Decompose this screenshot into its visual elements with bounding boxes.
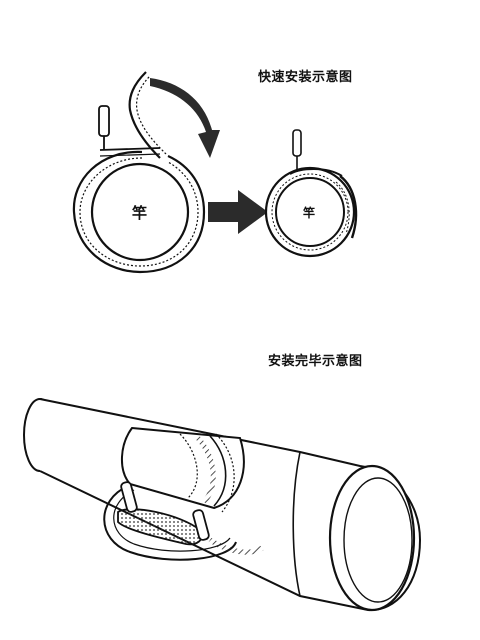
pole-cross-section-large (90, 162, 190, 262)
step-one-figure: 竿 (72, 71, 220, 274)
padded-grip (117, 508, 203, 546)
right-arrow-icon (208, 190, 268, 234)
strap-handle-loop (103, 485, 237, 561)
strap-free-tail (128, 71, 161, 159)
step-two-figure: 竿 (264, 129, 358, 258)
curved-arrow-icon (150, 78, 220, 158)
pole-label-small: 竿 (303, 205, 315, 220)
ring-left (120, 481, 138, 513)
pole-cross-section-small (275, 177, 345, 247)
d-ring-buckle (98, 105, 110, 137)
strap-inner-edge (79, 157, 199, 267)
pole-label-large: 竿 (132, 204, 147, 222)
installed-figure (23, 398, 422, 612)
quick-install-title: 快速安装示意图 (258, 70, 353, 85)
strap-free-tail-stitch (135, 75, 167, 155)
install-complete-title: 安装完毕示意图 (268, 354, 363, 369)
strap-outer-loop (72, 150, 206, 274)
tube-end-face (328, 464, 416, 612)
d-ring-buckle-small (292, 129, 302, 157)
ring-right (192, 509, 210, 541)
